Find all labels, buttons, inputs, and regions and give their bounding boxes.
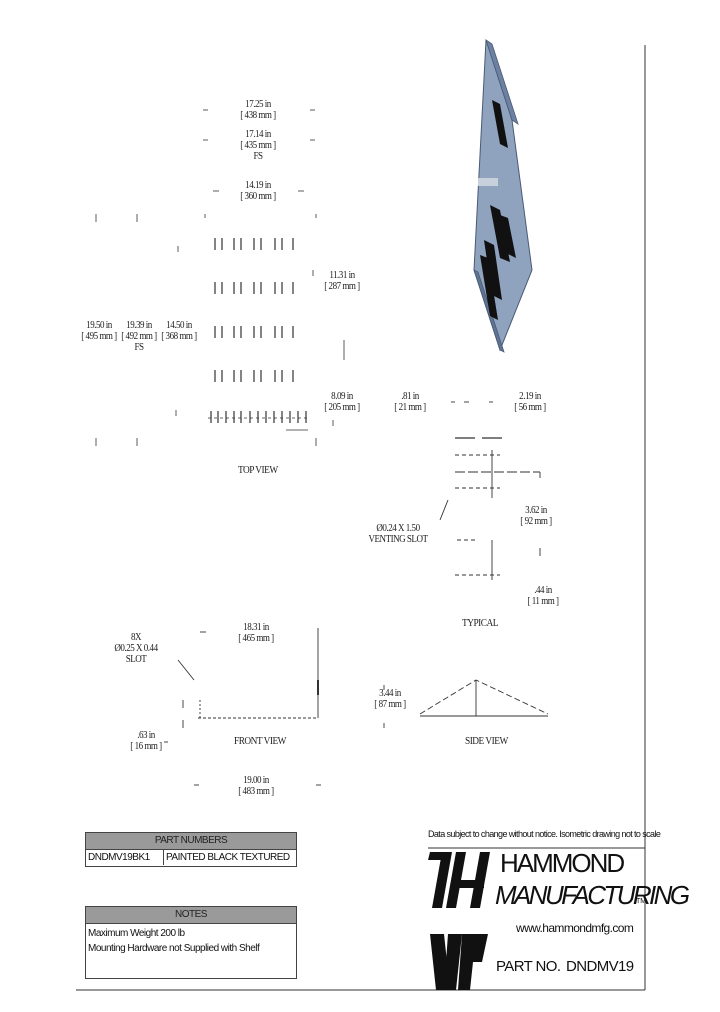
- part-numbers-title: PART NUMBERS: [86, 833, 296, 850]
- dim-side-height: 3.44 in [ 87 mm ]: [374, 687, 406, 710]
- typical-label: TYPICAL: [462, 617, 498, 629]
- front-view-label: FRONT VIEW: [234, 735, 286, 747]
- part-no-label: PART NO.: [496, 958, 561, 975]
- dim-slot-rows: 11.31 in [ 287 mm ]: [324, 269, 360, 292]
- dim-depth-b: 19.39 in [ 492 mm ] FS: [121, 319, 157, 353]
- dim-vent-gap: .81 in [ 21 mm ]: [394, 390, 426, 413]
- side-view-lines: [383, 679, 549, 728]
- dim-vent-pitch: 2.19 in [ 56 mm ]: [514, 390, 546, 413]
- front-view-lines: [164, 628, 321, 786]
- dim-slot-offset: 8.09 in [ 205 mm ]: [324, 390, 360, 413]
- notes-title: NOTES: [86, 907, 296, 924]
- dim-vent-small: .44 in [ 11 mm ]: [527, 584, 559, 607]
- trademark: TM: [636, 898, 647, 905]
- top-view-label: TOP VIEW: [238, 464, 278, 476]
- disclaimer-text: Data subject to change without notice. I…: [428, 829, 661, 839]
- hammond-logo-lower: [430, 934, 488, 990]
- notes-table: NOTES Maximum Weight 200 lb Mounting Har…: [85, 906, 297, 979]
- dim-depth-c: 14.50 in [ 368 mm ]: [161, 319, 197, 342]
- company-name-line1: HAMMOND: [500, 848, 625, 878]
- mount-slot-callout: 8X Ø0.25 X 0.44 SLOT: [114, 631, 158, 665]
- side-view-label: SIDE VIEW: [465, 735, 508, 747]
- part-number-cell: DNDMV19BK1: [86, 850, 164, 865]
- dim-inner-width: 17.14 in [ 435 mm ] FS: [240, 128, 276, 162]
- website-text: www.hammondmfg.com: [516, 921, 634, 935]
- vent-slot-callout: Ø0.24 X 1.50 VENTING SLOT: [368, 522, 428, 545]
- dim-slot-span: 14.19 in [ 360 mm ]: [240, 179, 276, 202]
- dim-depth-a: 19.50 in [ 495 mm ]: [81, 319, 117, 342]
- note-line: Maximum Weight 200 lb: [88, 928, 185, 939]
- part-no-value: DNDMV19: [566, 958, 634, 975]
- company-name-line2: MANUFACTURING: [495, 880, 690, 910]
- top-view-dims: [95, 109, 345, 446]
- dim-front-overall: 19.00 in [ 483 mm ]: [238, 774, 274, 797]
- finish-cell: PAINTED BLACK TEXTURED: [166, 852, 290, 863]
- dim-vent-row: 3.62 in [ 92 mm ]: [520, 504, 552, 527]
- isometric-shelf: [473, 39, 533, 353]
- dim-overall-width: 17.25 in [ 438 mm ]: [240, 98, 276, 121]
- top-view-slots: [208, 238, 308, 431]
- dim-front-width: 18.31 in [ 465 mm ]: [238, 621, 274, 644]
- hammond-logo: [428, 852, 490, 908]
- typical-vent-detail: [439, 401, 541, 580]
- note-line: Mounting Hardware not Supplied with Shel…: [88, 943, 260, 954]
- dim-front-height: .63 in [ 16 mm ]: [130, 729, 162, 752]
